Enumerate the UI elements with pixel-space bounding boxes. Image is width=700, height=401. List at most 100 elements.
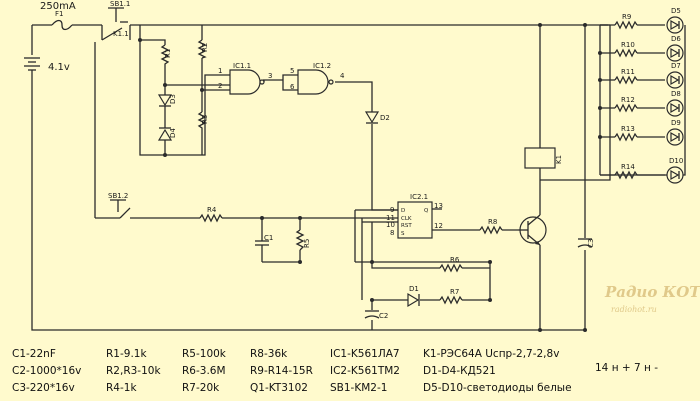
led-d9: D9 [666, 119, 684, 146]
parts-ic1: IC1-K561ЛА7 [330, 348, 400, 360]
led-d8: D8 [666, 90, 684, 117]
parts-c1: C1-22nF [12, 348, 56, 360]
resistor-r11: R11 [614, 68, 638, 85]
svg-text:D: D [401, 208, 405, 214]
parts-list: C1-22nF C2-1000*16v C3-220*16v R1-9.1k R… [12, 348, 658, 394]
led-d5: D5 [666, 7, 684, 34]
svg-text:IC1.2: IC1.2 [313, 62, 331, 70]
led-d10: D10 [666, 157, 684, 184]
svg-text:R13: R13 [621, 125, 635, 133]
resistor-r2: R2 [197, 39, 209, 59]
junction-dots [138, 23, 602, 332]
resistor-r7: R7 [439, 288, 463, 305]
svg-text:R1: R1 [164, 49, 172, 58]
svg-text:R8: R8 [488, 218, 497, 226]
svg-text:C1: C1 [264, 234, 273, 242]
transistor-q1 [518, 214, 547, 246]
nand-gate-ic1-2: IC1.2 5 6 4 [290, 62, 345, 95]
svg-text:R7: R7 [450, 288, 459, 296]
current-rating: 250mA [40, 1, 76, 12]
resistor-r10: R10 [614, 41, 638, 58]
parts-r5: R5-100k [182, 348, 227, 360]
svg-text:D1: D1 [409, 285, 419, 293]
svg-text:D5: D5 [671, 7, 681, 15]
svg-text:R10: R10 [621, 41, 635, 49]
svg-text:1: 1 [218, 67, 222, 75]
flip-flop-ic2-1: IC2.1 9 11 10 8 13 12 D CLK RST S Q [386, 193, 443, 239]
svg-text:D7: D7 [671, 62, 681, 70]
svg-text:K1.1: K1.1 [113, 30, 129, 38]
parts-d5-d10: D5-D10-светодиоды белые [423, 382, 572, 394]
parts-sb1: SB1-KM2-1 [330, 382, 387, 394]
svg-text:RST: RST [401, 223, 412, 229]
svg-text:8: 8 [390, 229, 394, 237]
svg-text:11: 11 [386, 214, 395, 222]
svg-text:D6: D6 [671, 35, 681, 43]
switch-sb1-2: SB1.2 [108, 192, 131, 219]
svg-text:D8: D8 [671, 90, 681, 98]
parts-d1-d4: D1-D4-КД521 [423, 365, 496, 377]
svg-text:9: 9 [390, 206, 394, 214]
svg-text:R3: R3 [201, 115, 209, 124]
svg-text:R9: R9 [622, 13, 631, 21]
diode-d1: D1 [407, 285, 420, 308]
diode-d2: D2 [364, 111, 390, 124]
svg-text:R4: R4 [207, 206, 217, 214]
svg-text:R5: R5 [303, 239, 311, 248]
resistor-r13: R13 [614, 125, 638, 142]
svg-text:R12: R12 [621, 96, 635, 104]
svg-text:IC2.1: IC2.1 [410, 193, 428, 201]
fuse-f1: F1 [51, 10, 73, 31]
parts-c3: C3-220*16v [12, 382, 75, 394]
parts-r1: R1-9.1k [106, 348, 147, 360]
parts-r8: R8-36k [250, 348, 288, 360]
parts-q1: Q1-KT3102 [250, 382, 308, 394]
svg-text:IC1.1: IC1.1 [233, 62, 251, 70]
led-d6: D6 [666, 35, 684, 62]
svg-text:S: S [401, 231, 405, 237]
resistor-r12: R12 [614, 96, 638, 113]
resistor-r1: R1 [160, 44, 172, 66]
watermark-logo: Радио КОТ radiohot.ru [604, 283, 700, 314]
svg-text:2: 2 [218, 82, 222, 90]
capacitor-c1: C1 [255, 234, 273, 250]
svg-text:K1: K1 [555, 155, 563, 164]
relay-k1: K1 [524, 147, 563, 169]
parts-r7: R7-20k [182, 382, 220, 394]
svg-text:D10: D10 [669, 157, 683, 165]
svg-text:3: 3 [268, 72, 272, 80]
svg-text:SB1.2: SB1.2 [108, 192, 128, 200]
led-d7: D7 [666, 62, 684, 89]
resistor-r6: R6 [439, 256, 463, 273]
svg-text:CLK: CLK [401, 216, 412, 222]
svg-text:C3: C3 [587, 239, 595, 248]
svg-text:D2: D2 [380, 114, 390, 122]
parts-ic2: IC2-K561TM2 [330, 365, 400, 377]
svg-text:Q: Q [424, 208, 429, 214]
battery: 4.1v [24, 57, 70, 78]
svg-text:13: 13 [434, 202, 443, 210]
svg-text:10: 10 [386, 221, 395, 229]
diode-d4: D4 [157, 127, 177, 141]
svg-text:D9: D9 [671, 119, 681, 127]
svg-text:4.1v: 4.1v [48, 62, 70, 73]
svg-text:6: 6 [290, 83, 295, 91]
resistor-r8: R8 [479, 218, 503, 235]
svg-text:R14: R14 [621, 163, 635, 171]
parts-r2-r3: R2,R3-10k [106, 365, 161, 377]
nand-gate-ic1-1: IC1.1 1 2 3 [218, 62, 272, 95]
svg-text:R11: R11 [621, 68, 635, 76]
capacitor-c3: C3 [577, 238, 595, 248]
svg-text:radiohot.ru: radiohot.ru [611, 305, 657, 314]
parts-r6: R6-3.6M [182, 365, 226, 377]
svg-text:D4: D4 [169, 128, 177, 138]
resistor-r14: R14 [614, 163, 638, 180]
svg-text:SB1.1: SB1.1 [110, 0, 130, 8]
wires [31, 24, 686, 331]
parts-r4: R4-1k [106, 382, 137, 394]
svg-text:4: 4 [340, 72, 345, 80]
parts-c2: C2-1000*16v [12, 365, 81, 377]
svg-text:5: 5 [290, 67, 294, 75]
